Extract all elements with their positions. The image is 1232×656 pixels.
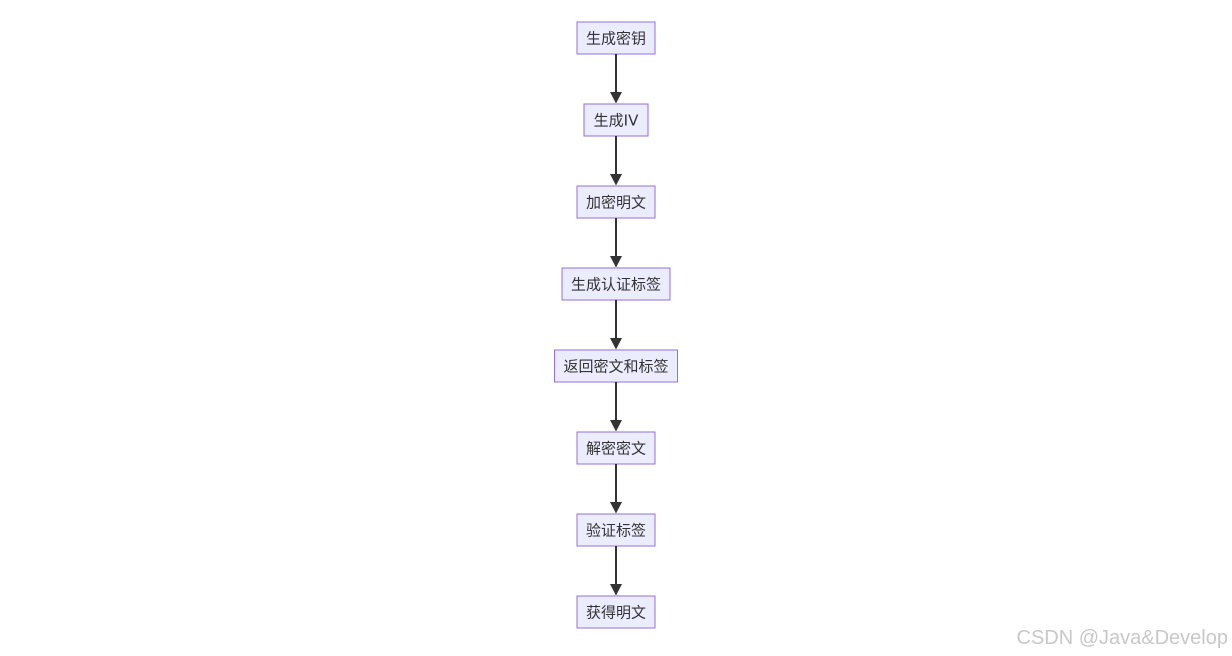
- arrow-head-icon: [610, 420, 622, 432]
- flow-node-label: 生成密钥: [586, 30, 646, 48]
- flow-node-1: 生成密钥: [576, 21, 656, 55]
- flow-edge-2: [610, 136, 622, 186]
- flow-node-label: 返回密文和标签: [563, 358, 668, 376]
- flow-node-label: 加密明文: [586, 194, 646, 212]
- flow-node-8: 获得明文: [576, 595, 656, 629]
- flow-node-label: 生成IV: [594, 112, 639, 130]
- flow-node-5: 返回密文和标签: [554, 349, 678, 383]
- flow-node-label: 验证标签: [586, 522, 646, 540]
- flow-edge-4: [610, 300, 622, 350]
- flow-node-2: 生成IV: [583, 103, 649, 137]
- flow-node-3: 加密明文: [576, 185, 656, 219]
- flow-node-4: 生成认证标签: [561, 267, 671, 301]
- arrow-head-icon: [610, 502, 622, 514]
- arrow-head-icon: [610, 256, 622, 268]
- flow-edge-7: [610, 546, 622, 596]
- flow-node-label: 获得明文: [586, 604, 646, 622]
- flow-edge-3: [610, 218, 622, 268]
- flow-edge-6: [610, 464, 622, 514]
- flow-node-box: [576, 431, 656, 465]
- flow-node-box: [576, 21, 656, 55]
- flow-node-7: 验证标签: [576, 513, 656, 547]
- arrow-head-icon: [610, 584, 622, 596]
- flow-node-box: [561, 267, 671, 301]
- flow-node-box: [576, 595, 656, 629]
- arrow-head-icon: [610, 174, 622, 186]
- watermark-text: CSDN @Java&Develop: [1016, 627, 1229, 649]
- flow-edge-5: [610, 382, 622, 432]
- flow-node-label: 生成认证标签: [571, 276, 661, 294]
- flow-node-label: 解密密文: [586, 440, 646, 458]
- flow-node-6: 解密密文: [576, 431, 656, 465]
- arrow-head-icon: [610, 92, 622, 104]
- arrow-head-icon: [610, 338, 622, 350]
- flow-edge-1: [610, 54, 622, 104]
- flow-node-box: [583, 103, 649, 137]
